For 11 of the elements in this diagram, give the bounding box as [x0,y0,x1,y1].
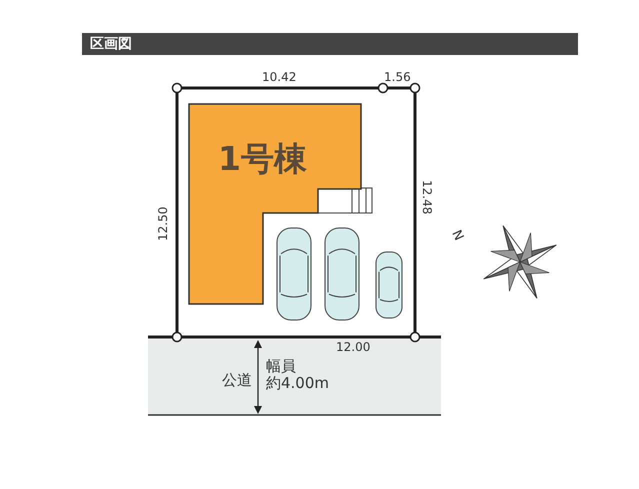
dimension-value: 12.00 [336,340,370,355]
road-label: 公道 [222,371,252,389]
dimension-value: 12.50 [156,206,171,241]
dimension-value: 1.56 [384,70,411,85]
building-label: 1号棟 [218,141,307,177]
dimension-value: 10.42 [262,70,296,85]
road-width-label: 幅員 [266,357,296,375]
title: 区画図 [90,36,132,52]
road-width-value: 約4.00m [266,374,330,392]
north-label: N [448,228,466,244]
dimension-value: 12.48 [419,180,434,214]
